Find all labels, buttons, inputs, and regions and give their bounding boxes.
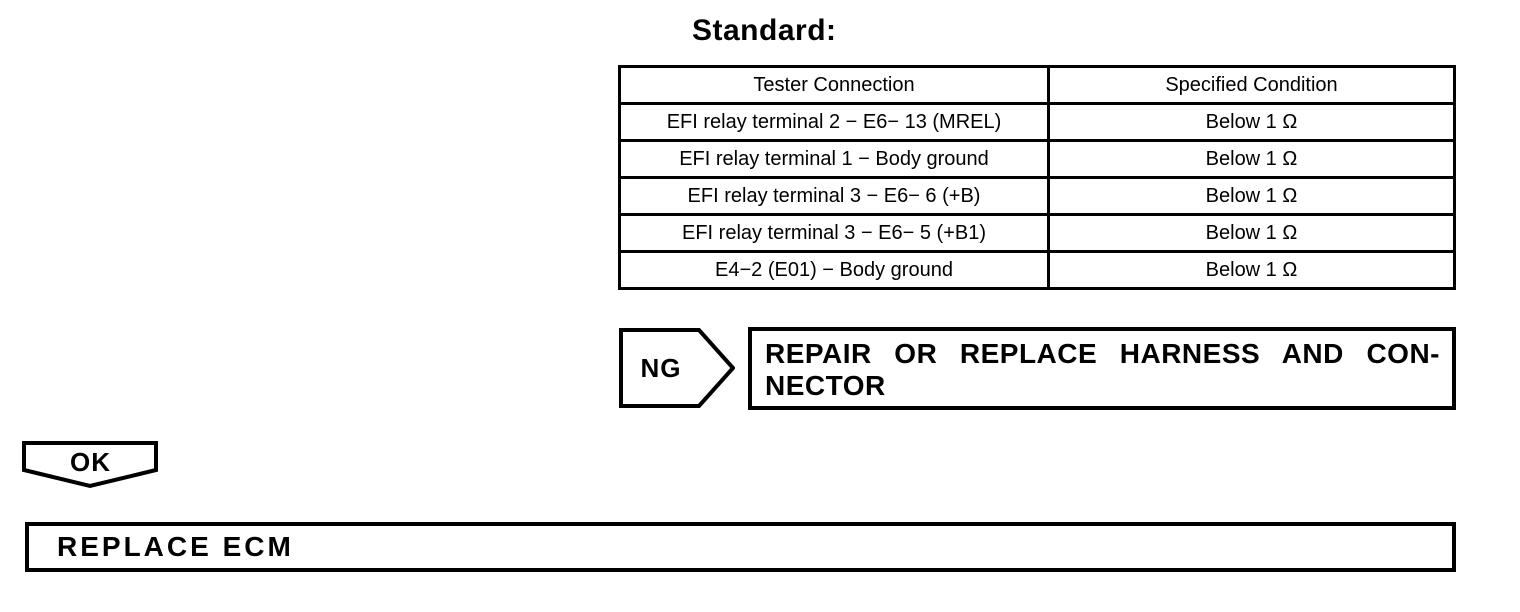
table-row: EFI relay terminal 3 − E6− 5 (+B1) Below… <box>618 213 1456 253</box>
table-row: EFI relay terminal 3 − E6− 6 (+B) Below … <box>618 176 1456 216</box>
ok-pentagon-icon <box>22 441 158 489</box>
ng-decision-tag: NG <box>619 328 735 408</box>
specified-condition-cell: Below 1 Ω <box>1047 102 1456 142</box>
ng-action-box: REPAIR OR REPLACE HARNESS AND CON- NECTO… <box>748 327 1456 410</box>
column-header-tester-connection: Tester Connection <box>618 65 1050 105</box>
table-header-row: Tester Connection Specified Condition <box>618 65 1456 105</box>
column-header-specified-condition: Specified Condition <box>1047 65 1456 105</box>
tester-connection-cell: EFI relay terminal 2 − E6− 13 (MREL) <box>618 102 1050 142</box>
ng-action-text-line: REPAIR OR REPLACE HARNESS AND CON- <box>765 338 1440 369</box>
ok-action-text: REPLACE ECM <box>57 531 294 562</box>
table-row: E4−2 (E01) − Body ground Below 1 Ω <box>618 250 1456 290</box>
tester-connection-cell: EFI relay terminal 3 − E6− 5 (+B1) <box>618 213 1050 253</box>
standard-table: Tester Connection Specified Condition EF… <box>618 65 1456 290</box>
specified-condition-cell: Below 1 Ω <box>1047 176 1456 216</box>
ok-action-box: REPLACE ECM <box>25 522 1456 572</box>
tester-connection-cell: E4−2 (E01) − Body ground <box>618 250 1050 290</box>
ok-decision-tag: OK <box>22 441 159 490</box>
specified-condition-cell: Below 1 Ω <box>1047 139 1456 179</box>
ng-action-text-line: NECTOR <box>765 370 886 401</box>
tester-connection-cell: EFI relay terminal 1 − Body ground <box>618 139 1050 179</box>
specified-condition-cell: Below 1 Ω <box>1047 250 1456 290</box>
specified-condition-cell: Below 1 Ω <box>1047 213 1456 253</box>
ng-pentagon-icon <box>619 328 735 408</box>
ng-label: NG <box>640 352 682 383</box>
standard-heading: Standard: <box>692 14 837 47</box>
table-row: EFI relay terminal 1 − Body ground Below… <box>618 139 1456 179</box>
table-row: EFI relay terminal 2 − E6− 13 (MREL) Bel… <box>618 102 1456 142</box>
ok-label: OK <box>70 447 111 477</box>
tester-connection-cell: EFI relay terminal 3 − E6− 6 (+B) <box>618 176 1050 216</box>
